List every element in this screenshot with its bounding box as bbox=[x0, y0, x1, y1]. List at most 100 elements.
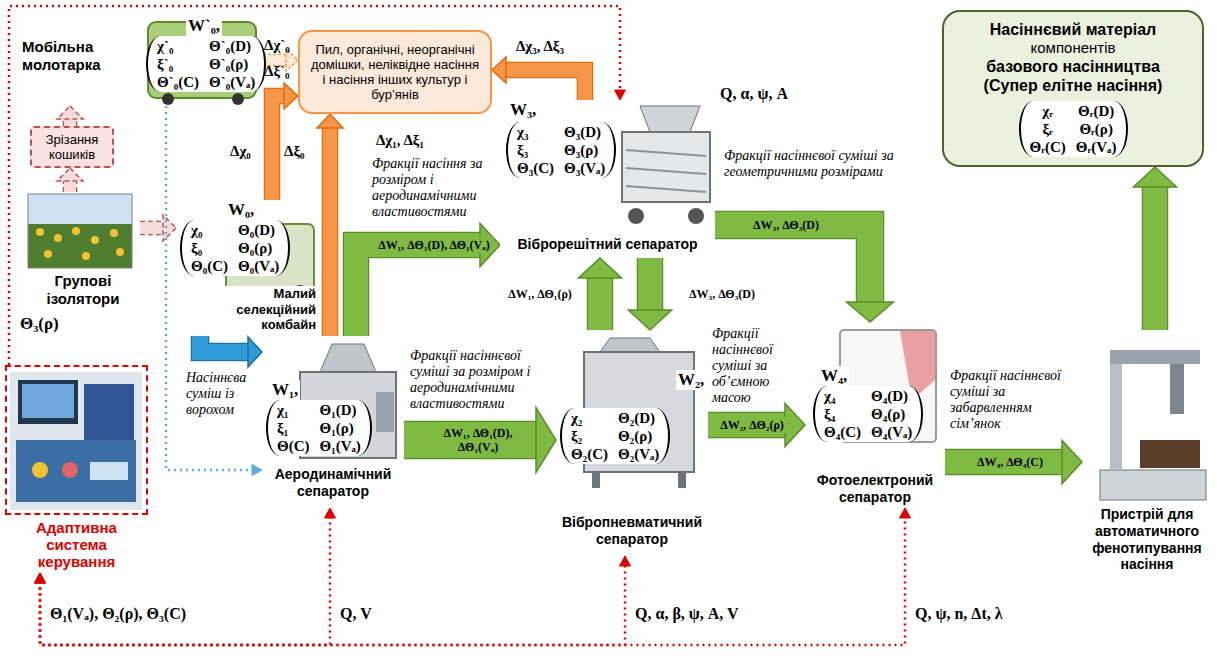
flow-note: Насіннєва суміш із ворохом bbox=[186, 370, 260, 418]
isolator-field-picture-part bbox=[36, 228, 44, 236]
machine-symbol: W₄, bbox=[819, 366, 849, 386]
matrix-entry: χ₃ bbox=[517, 123, 554, 141]
machine-caption: Малий селекційний комбайн bbox=[216, 286, 316, 333]
phenotyping-device: Пристрій для автоматичного фенотипування… bbox=[1082, 330, 1212, 576]
matrix-entry: ξᵣ bbox=[1030, 120, 1066, 138]
isolator-field-picture-part bbox=[110, 229, 118, 237]
arrow-head bbox=[628, 310, 671, 330]
matrix-entry: χᵣ bbox=[1030, 102, 1066, 120]
matrix-entry: Θ₃(C) bbox=[517, 159, 554, 177]
isolator-field-picture-part bbox=[28, 194, 132, 224]
arrow-head bbox=[252, 465, 262, 476]
parameter-matrix: χ₀Θ₀(D)ξ₀Θ₀(ρ)Θ₀(C)Θ₀(Vₐ) bbox=[180, 220, 290, 276]
vibro-sieve-picture-part bbox=[688, 208, 704, 224]
flow-arrow bbox=[35, 508, 911, 645]
flow-arrow bbox=[317, 114, 343, 336]
matrix-entry: Θ₃(Vₐ) bbox=[564, 159, 605, 177]
matrix-entry: Θ₀(C) bbox=[191, 257, 228, 275]
flow-arrow bbox=[57, 168, 83, 192]
thresher-picture-part bbox=[162, 93, 174, 105]
arrow-head bbox=[536, 408, 556, 473]
parameter-matrix: χ₄Θ₄(D)ξ₄Θ₄(ρ)Θ₄(C)Θ₄(Vₐ) bbox=[813, 386, 923, 442]
arrow-body bbox=[9, 6, 620, 365]
flow-note: Фракції насіннєвої суміші за забарвлення… bbox=[950, 368, 1078, 432]
machine-symbol: W₁, bbox=[270, 380, 300, 400]
thresher-picture-part bbox=[232, 93, 244, 105]
machine-symbol: Θ₃(ρ) bbox=[18, 314, 61, 334]
flow-label: ΔW₁, ΔΘ₁(D), ΔΘ₁(Vₐ) bbox=[375, 237, 493, 253]
matrix-entry: Θ₄(C) bbox=[824, 423, 861, 441]
machine-caption: Аеродинамічний сепаратор bbox=[262, 466, 404, 500]
box-text: компонентів bbox=[950, 39, 1196, 57]
control-system-picture-part bbox=[22, 384, 74, 418]
parameter-label: Θ₁(Vₐ), Θ₂(ρ), Θ₃(C) bbox=[50, 604, 186, 623]
vibro-pneumatic-separator: W₂,χ₂Θ₂(D)ξ₂Θ₂(ρ)Θ₂(C)Θ₂(Vₐ)Вібропневмат… bbox=[556, 330, 708, 556]
parameter-matrix: χ₁Θ₁(D)ξ₁Θ₁(ρ)Θ(C)Θ₁(Vₐ) bbox=[266, 400, 372, 456]
control-system-picture-part bbox=[32, 462, 48, 478]
phenotyping-picture-part bbox=[1110, 350, 1200, 364]
arrow-body bbox=[638, 258, 662, 313]
arrow-outline bbox=[200, 336, 250, 352]
control-system-picture-part bbox=[10, 372, 142, 510]
vibro-sieve-picture bbox=[622, 106, 710, 224]
flow-arrow bbox=[708, 403, 805, 446]
arrow-body bbox=[1143, 184, 1167, 330]
machine-caption: Вібропневматичний сепаратор bbox=[556, 514, 708, 548]
arrow-head bbox=[492, 57, 506, 83]
flow-note: Фракції насіннєвої суміші за розміром і … bbox=[410, 348, 552, 412]
flow-note: Фракції насіння за розміром і аеродинамі… bbox=[372, 156, 498, 220]
parameter-label: Q, α, ψ, A bbox=[720, 84, 788, 103]
box-text: Насіннєвий матеріал bbox=[950, 20, 1196, 39]
box-text: Пил, органічні, неорганічні домішки, нел… bbox=[308, 42, 482, 102]
flow-arrow bbox=[628, 258, 671, 330]
matrix-entry: Θ`₀(Vₐ) bbox=[209, 73, 255, 91]
loss-label: Δχ`₀ bbox=[264, 36, 290, 54]
photoelectronic-separator: W₄,χ₄Θ₄(D)ξ₄Θ₄(ρ)Θ₄(C)Θ₄(Vₐ)Фотоелектрон… bbox=[805, 322, 945, 508]
matrix-entry: ξ₄ bbox=[824, 405, 861, 423]
arrow-head bbox=[900, 508, 911, 518]
machine-caption: Пристрій для автоматичного фенотипування… bbox=[1082, 506, 1212, 573]
arrow-body bbox=[40, 565, 625, 646]
arrow-head bbox=[325, 508, 336, 518]
vibro-sieve-picture-part bbox=[628, 208, 644, 224]
flow-arrow bbox=[945, 440, 1082, 483]
aerodynamic-separator-picture-part bbox=[376, 392, 394, 432]
flow-arrow bbox=[1133, 167, 1176, 330]
matrix-entry: ξ₀ bbox=[191, 239, 228, 257]
arrow-body bbox=[323, 126, 337, 336]
box-text: базового насінництва bbox=[950, 57, 1196, 76]
flow-arrow bbox=[9, 6, 626, 365]
arrow-head bbox=[615, 90, 626, 100]
control-system-picture-part bbox=[18, 380, 78, 424]
process-box: Зрізання кошиків bbox=[30, 126, 114, 168]
machine-caption: Адаптивна система керування bbox=[7, 519, 146, 570]
parameter-matrix: χᵣΘᵣ(D)ξᵣΘᵣ(ρ)Θᵣ(C)Θᵣ(Vₐ) bbox=[1019, 101, 1128, 157]
arrow-head bbox=[57, 106, 83, 119]
matrix-entry: Θ₀(ρ) bbox=[238, 239, 279, 257]
result-box: Насіннєвий матеріалкомпонентівбазового н… bbox=[942, 10, 1204, 167]
matrix-entry: ξ₃ bbox=[517, 141, 554, 159]
arrow-outline bbox=[404, 421, 539, 460]
arrow-body bbox=[708, 413, 788, 437]
mobile-thresher: Мобільна молотаркаW`₀,χ`₀Θ`₀(D)ξ`₀Θ`₀(ρ)… bbox=[18, 16, 258, 106]
box-text: Зрізання кошиків bbox=[36, 132, 108, 162]
arrow-body bbox=[356, 245, 483, 336]
flow-label: Δχ₁, Δξ₁ bbox=[373, 130, 427, 150]
phenotyping-picture bbox=[1100, 350, 1206, 500]
isolator-field-picture-part bbox=[54, 234, 62, 242]
arrow-head bbox=[1133, 167, 1176, 187]
arrow-outline bbox=[322, 126, 339, 336]
phenotyping-picture-part bbox=[1100, 470, 1206, 500]
arrow-head bbox=[35, 573, 46, 583]
matrix-entry: Θᵣ(Vₐ) bbox=[1076, 138, 1117, 156]
parameter-label: Q, V bbox=[340, 604, 372, 623]
arrow-body bbox=[588, 275, 612, 330]
flow-label: ΔW₁, ΔΘ₁(D), ΔΘ₁(Vₐ) bbox=[423, 425, 533, 455]
matrix-entry: Θ₃(D) bbox=[564, 123, 605, 141]
phenotyping-picture-part bbox=[1140, 440, 1200, 468]
matrix-entry: Θᵣ(ρ) bbox=[1076, 120, 1117, 138]
group-isolators: Групові ізоляториΘ₃(ρ) bbox=[18, 192, 140, 338]
vibro-sieve-picture-part bbox=[626, 186, 706, 192]
matrix-entry: Θ`₀(C) bbox=[157, 73, 199, 91]
arrow-body bbox=[404, 422, 539, 458]
